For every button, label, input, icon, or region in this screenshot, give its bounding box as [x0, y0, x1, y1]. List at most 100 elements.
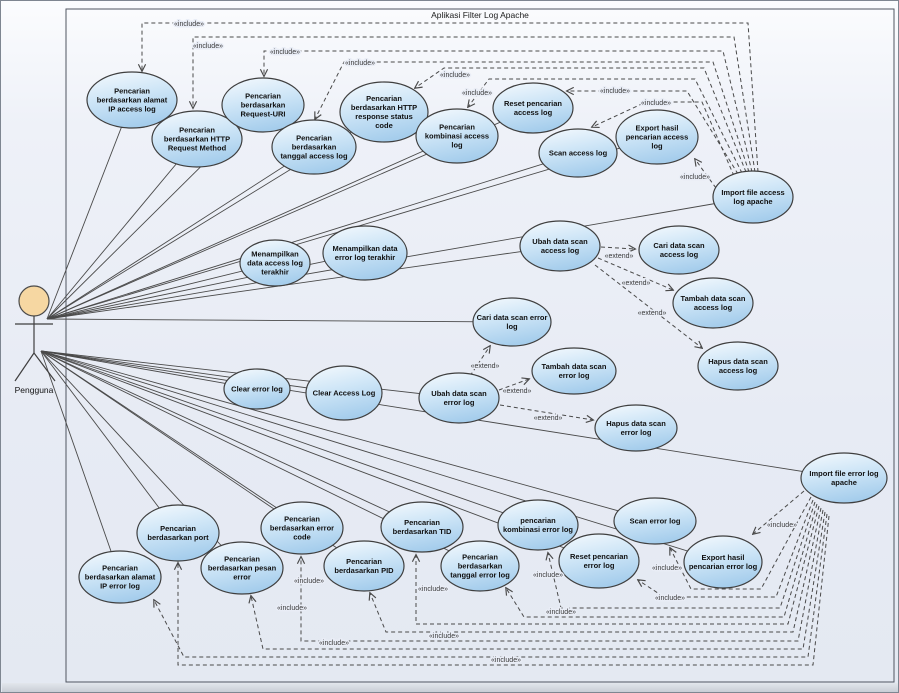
include-edge-reset-access — [567, 91, 739, 175]
usecase-ellipse[interactable] — [683, 535, 763, 589]
usecase-ellipse[interactable] — [712, 170, 794, 224]
assoc-edge-cari-scan-error — [46, 318, 513, 323]
usecase-ellipse[interactable] — [78, 550, 162, 604]
usecase-ellipse[interactable] — [418, 372, 500, 424]
stereotype-label: «extend» — [503, 388, 532, 395]
usecase-ellipse[interactable] — [136, 504, 220, 562]
assoc-edge-scan-access — [46, 152, 579, 320]
usecase-ellipse[interactable] — [672, 277, 754, 329]
usecase-ellipse[interactable] — [305, 365, 383, 421]
usecase-ellipse[interactable] — [380, 501, 464, 553]
usecase-ellipse[interactable] — [492, 82, 574, 134]
usecase-ellipse[interactable] — [323, 540, 405, 592]
usecase-ellipse[interactable] — [440, 540, 520, 592]
usecase-ellipse[interactable] — [322, 225, 408, 281]
usecase-ellipse[interactable] — [151, 110, 243, 168]
actor-head[interactable] — [18, 285, 50, 317]
usecase-ellipse[interactable] — [697, 341, 779, 391]
usecase-scan-error[interactable]: Scan error log — [613, 497, 697, 545]
assoc-edge-clear-error — [40, 350, 258, 390]
include-edge-method — [193, 36, 756, 173]
assoc-edge-ubah-scan-access — [46, 245, 561, 320]
assoc-edge-kombinasi-access — [46, 135, 458, 320]
usecase-label: Scan error log — [630, 517, 681, 526]
usecase-ellipse[interactable] — [638, 225, 720, 275]
usecase-ellipse[interactable] — [531, 347, 617, 395]
usecase-clear-error[interactable]: Clear error log — [223, 368, 291, 410]
usecase-ellipse[interactable] — [615, 109, 699, 165]
usecase-ellipse[interactable] — [558, 533, 640, 589]
system-title: Aplikasi Filter Log Apache — [431, 10, 529, 20]
usecase-ellipse[interactable] — [472, 297, 552, 347]
include-edge-tid — [416, 505, 820, 625]
usecase-label: Clear error log — [231, 385, 283, 394]
stereotype-label: «extend» — [471, 363, 500, 370]
usecase-scan-access[interactable]: Scan access log — [538, 128, 618, 178]
usecase-ellipse[interactable] — [221, 77, 305, 133]
actor-pengguna[interactable]: Pengguna — [14, 285, 56, 395]
stereotype-label: «include» — [767, 522, 797, 529]
usecase-ellipse[interactable] — [271, 119, 357, 175]
usecase-ellipse[interactable] — [594, 404, 678, 452]
usecase-clear-access[interactable]: Clear Access Log — [305, 365, 383, 421]
extend-edge-hapus-scan-error — [499, 404, 593, 420]
usecase-ellipse[interactable] — [415, 108, 499, 164]
include-edge-uri — [264, 50, 753, 173]
usecase-ellipse[interactable] — [86, 71, 178, 129]
usecase-ellipse[interactable] — [519, 220, 601, 272]
stereotype-label: «include» — [418, 586, 448, 593]
usecase-ellipse[interactable] — [800, 452, 888, 504]
usecase-ellipse[interactable] — [200, 541, 284, 595]
usecase-ellipse[interactable] — [538, 128, 618, 178]
usecase-ellipse[interactable] — [339, 81, 429, 143]
stereotype-label: «include» — [533, 572, 563, 579]
usecase-ellipse[interactable] — [239, 239, 311, 287]
usecase-ellipse[interactable] — [260, 501, 344, 555]
dependency-edges — [142, 22, 830, 666]
usecase-ellipse[interactable] — [613, 497, 697, 545]
usecase-ellipse[interactable] — [223, 368, 291, 410]
stereotype-label: «include» — [680, 174, 710, 181]
usecase-ellipse[interactable] — [497, 499, 579, 551]
